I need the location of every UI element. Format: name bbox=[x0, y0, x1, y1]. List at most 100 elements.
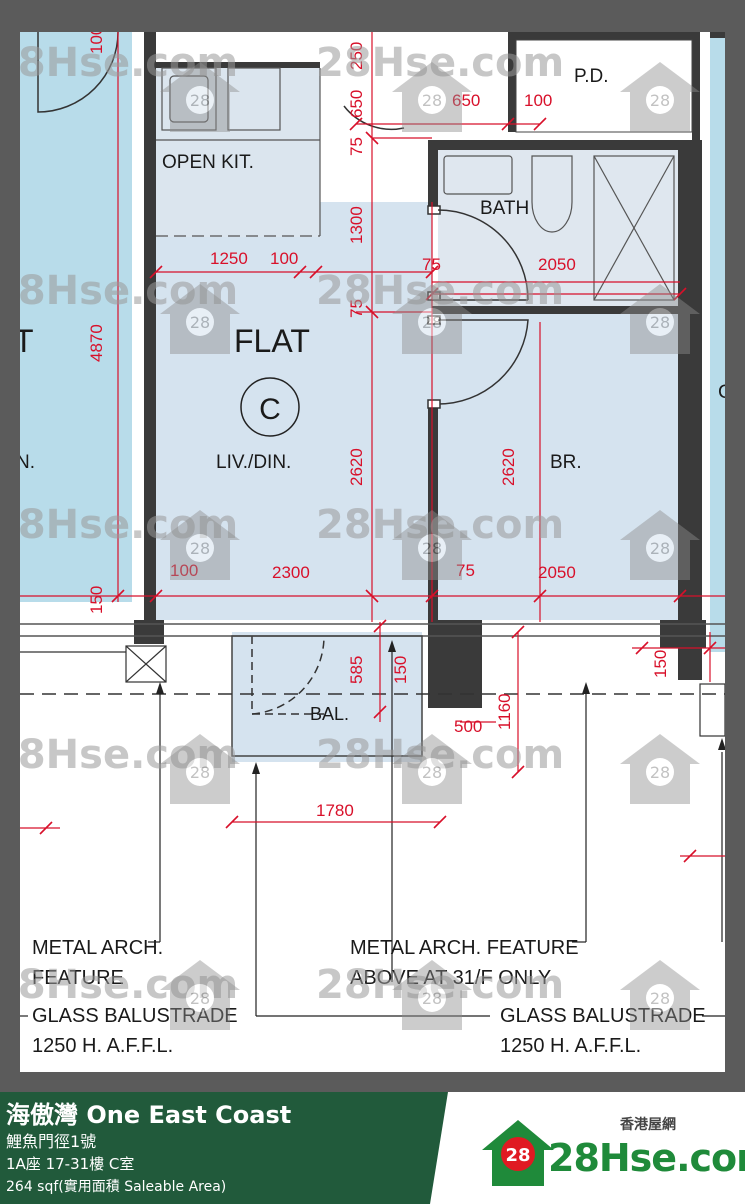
watermark: 28Hse.com bbox=[316, 268, 564, 314]
dimension-ticks bbox=[39, 117, 717, 863]
watermarks: 28Hse.com 28Hse.com 28Hse.com 28Hse.com … bbox=[20, 40, 564, 1008]
pd-room bbox=[515, 39, 693, 133]
right-unit-label-fragment: C bbox=[718, 382, 725, 403]
watermark-badge: 28 bbox=[422, 763, 442, 782]
leader-arrows bbox=[156, 640, 725, 774]
balcony-area bbox=[232, 632, 422, 762]
watermark-badge: 28 bbox=[650, 539, 670, 558]
note-metal-arch-right-2: ABOVE AT 31/F ONLY bbox=[350, 967, 551, 989]
flat-letter-circle bbox=[240, 377, 300, 437]
dim-150-mid: 150 bbox=[391, 656, 410, 684]
watermark-badge: 28 bbox=[650, 989, 670, 1008]
note-metal-arch-left-2: FEATURE bbox=[32, 967, 124, 989]
room-label-living-dining: LIV./DIN. bbox=[216, 452, 291, 473]
dim-2050-bath: 2050 bbox=[538, 255, 576, 274]
left-unit-label-fragment: T bbox=[20, 323, 34, 359]
watermark: 28Hse.com bbox=[316, 40, 564, 86]
right-neighbor-unit bbox=[710, 32, 725, 652]
dim-585: 585 bbox=[347, 656, 366, 684]
dim-100-b: 100 bbox=[270, 249, 298, 268]
dim-4870: 4870 bbox=[87, 324, 106, 362]
dim-150-left: 150 bbox=[87, 586, 106, 614]
watermark-badge: 28 bbox=[650, 91, 670, 110]
note-glass-right-1: GLASS BALUSTRADE bbox=[500, 1005, 706, 1027]
watermark-badge: 28 bbox=[422, 539, 442, 558]
watermark-badge: 28 bbox=[422, 91, 442, 110]
footer-banner: 海傲灣 One East Coast 鯉魚門徑1號 1A座 17-31樓 C室 … bbox=[0, 1092, 745, 1204]
watermark-badges: 28 28 28 28 28 28 28 28 28 28 28 28 28 2… bbox=[160, 62, 700, 1030]
estate-title: 海傲灣 One East Coast bbox=[6, 1101, 292, 1129]
note-glass-right-2: 1250 H. A.F.F.L. bbox=[500, 1035, 641, 1057]
left-unit-label-fragment-2: N. bbox=[20, 452, 35, 473]
flat-letter: C bbox=[259, 393, 281, 426]
dim-2050-br: 2050 bbox=[538, 563, 576, 582]
watermark-badge: 28 bbox=[190, 763, 210, 782]
room-label-balcony: BAL. bbox=[310, 704, 349, 724]
room-label-bedroom: BR. bbox=[550, 452, 582, 473]
watermark-badge: 28 bbox=[190, 539, 210, 558]
watermark: 28Hse.com bbox=[20, 962, 238, 1008]
watermark-badge: 28 bbox=[190, 989, 210, 1008]
dim-75-c: 75 bbox=[347, 299, 366, 318]
dim-75-a: 75 bbox=[347, 137, 366, 156]
watermark-badge: 28 bbox=[650, 763, 670, 782]
note-metal-arch-right-1: METAL ARCH. FEATURE bbox=[350, 937, 579, 959]
floor-plan: FLAT C OPEN KIT. BATH LIV./DIN. BR. BAL.… bbox=[20, 32, 725, 1072]
dim-150-right: 150 bbox=[651, 650, 670, 678]
room-label-pd: P.D. bbox=[574, 66, 609, 87]
dim-2300: 2300 bbox=[272, 563, 310, 582]
watermark: 28Hse.com bbox=[20, 732, 238, 778]
saleable-area: 264 sqf(實用面積 Saleable Area) bbox=[6, 1179, 227, 1195]
footer-info-panel: 海傲灣 One East Coast 鯉魚門徑1號 1A座 17-31樓 C室 … bbox=[0, 1092, 448, 1204]
estate-address: 鯉魚門徑1號 bbox=[6, 1132, 97, 1151]
dim-2620-left: 2620 bbox=[347, 448, 366, 486]
dim-2620-right: 2620 bbox=[499, 448, 518, 486]
open-kitchen-area bbox=[156, 62, 320, 237]
note-glass-left-2: 1250 H. A.F.F.L. bbox=[32, 1035, 173, 1057]
left-neighbor-unit bbox=[20, 32, 132, 602]
watermark-badge: 28 bbox=[190, 91, 210, 110]
logo-wordmark: 28Hse.com bbox=[548, 1136, 745, 1180]
dim-100-c: 100 bbox=[170, 561, 198, 580]
watermark: 28Hse.com bbox=[20, 502, 238, 548]
dim-250: 250 bbox=[347, 42, 366, 70]
room-label-bath: BATH bbox=[480, 198, 529, 219]
dim-100-pd: 100 bbox=[524, 91, 552, 110]
balcony-outline bbox=[231, 635, 423, 757]
pipe-duct-boxes bbox=[125, 645, 725, 737]
bathroom-fixtures bbox=[443, 155, 675, 301]
dim-1250: 1250 bbox=[210, 249, 248, 268]
kitchen-fixtures bbox=[156, 67, 321, 237]
dim-1780: 1780 bbox=[316, 801, 354, 820]
dim-100-top: 100 bbox=[87, 32, 106, 54]
watermark: 28Hse.com bbox=[316, 962, 564, 1008]
dim-650-horizontal: 650 bbox=[452, 91, 480, 110]
room-label-open-kitchen: OPEN KIT. bbox=[162, 152, 254, 173]
dim-75-d: 75 bbox=[456, 561, 475, 580]
watermark-badge: 28 bbox=[650, 313, 670, 332]
watermark: 28Hse.com bbox=[20, 40, 238, 86]
site-logo-icon: 28 bbox=[482, 1120, 554, 1186]
note-metal-arch-left-1: METAL ARCH. bbox=[32, 937, 163, 959]
dim-1300: 1300 bbox=[347, 206, 366, 244]
watermark-badge: 28 bbox=[422, 989, 442, 1008]
watermark-badge: 28 bbox=[422, 313, 442, 332]
dim-500: 500 bbox=[454, 717, 482, 736]
leader-lines bbox=[20, 652, 725, 1017]
logo-badge: 28 bbox=[505, 1145, 530, 1166]
bedroom-area bbox=[432, 312, 680, 620]
room-label-flat: FLAT bbox=[234, 323, 310, 359]
logo-tagline: 香港屋網 bbox=[620, 1117, 676, 1133]
left-neighbor-door bbox=[37, 32, 119, 113]
walls bbox=[134, 32, 725, 708]
dim-75-b: 75 bbox=[422, 255, 441, 274]
dim-1160: 1160 bbox=[495, 693, 514, 730]
watermark-badge: 28 bbox=[190, 313, 210, 332]
dim-650-vertical: 650 bbox=[347, 90, 366, 118]
watermark: 28Hse.com bbox=[20, 268, 238, 314]
dimension-lines bbox=[20, 32, 725, 857]
watermark: 28Hse.com bbox=[316, 732, 564, 778]
unit-info: 1A座 17-31樓 C室 bbox=[6, 1155, 135, 1173]
watermark: 28Hse.com bbox=[316, 502, 564, 548]
note-glass-left-1: GLASS BALUSTRADE bbox=[32, 1005, 238, 1027]
